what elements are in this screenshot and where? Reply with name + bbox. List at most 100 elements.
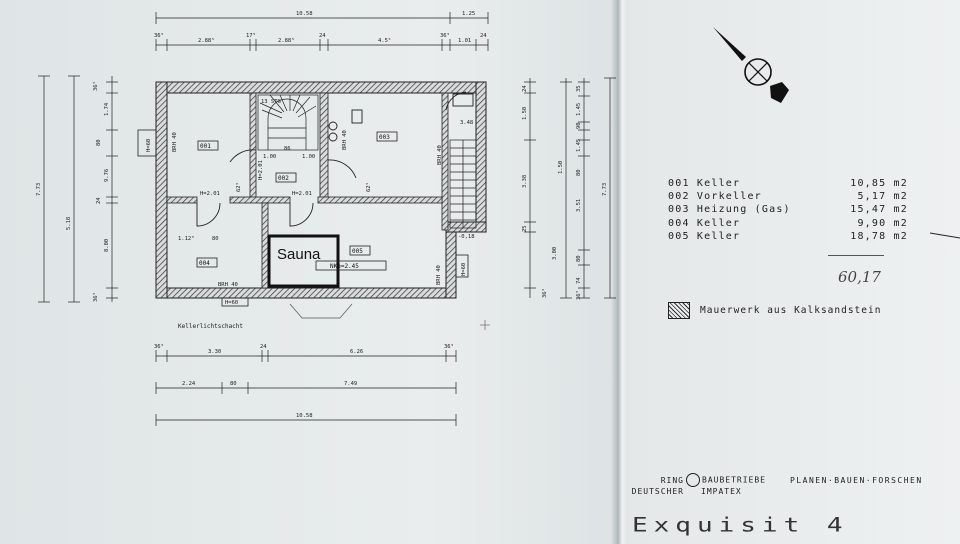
dim-right2-seg-7: 80 [576,255,582,262]
sill-label-1: BRH 40 [172,132,178,152]
cross-mark [480,320,490,330]
dim-right2-seg-1: 35 [576,85,582,92]
dim-right2-seg-6: 3.51 [576,199,582,212]
dim-right-seg-1: 24 [522,85,528,92]
material-legend-text: Mauerwerk aus Kalksandstein [700,305,882,316]
company-line1-left: RING [660,475,684,485]
spiral-staircase: 13 STG [257,94,319,151]
dim-left-seg-6: 8.00 [104,239,110,252]
dim-bottom-total: 10.58 [296,413,313,419]
dim-left-seg-3: 80 [96,139,102,146]
sauna-box-label: NKe=2.45 [330,263,359,270]
room-schedule-row: 004 Keller 9,90 m2 [668,217,908,230]
sill-label-5: BRH 40 [342,130,348,150]
dim-right-seg-4: 25 [522,225,528,232]
room-area: 15,47 m2 [850,204,908,216]
sill-label-3: BRH 40 [436,265,442,285]
inner-dim-2: 1.00 [302,154,315,160]
level-label: -0,18 [458,234,475,240]
inner-dim-6: 86 [284,146,291,152]
room-code-001: 001 [200,143,211,150]
room-name: Vorkeller [696,191,762,203]
room-code-tags: 001 002 003 004 005 NKe=2.45 [196,131,398,271]
room-code-003: 003 [379,134,390,141]
dim-right-seg-6: 36⁵ [541,288,548,298]
dim-left-seg-5: 24 [96,197,102,204]
side-staircase [449,139,477,229]
company-slogan: PLANEN·BAUEN·FORSCHEN [790,476,923,485]
dim-left-total: 7.73 [36,183,42,196]
room-code: 004 [668,217,690,229]
inner-dim-1: 1.00 [263,154,276,160]
door-height-3: H=2.01 [258,160,264,180]
material-legend: Mauerwerk aus Kalksandstein [668,302,881,319]
sill-label-2: BRH 40 [218,282,238,288]
company-line1-right: BAUBETRIEBE [702,475,766,485]
inner-dim-8: 62⁵ [365,182,372,192]
dim-bottom2-seg-3: 7.49 [344,381,357,387]
dim-right2-seg-9: 36⁵ [575,290,582,300]
room-area: 10,85 m2 [850,178,908,189]
dim-top-seg-1: 36⁵ [154,32,164,39]
room-schedule: 001 Keller 10,85 m2 002 Vorkeller 5,17 m… [668,177,908,243]
ring-logo-icon [686,473,700,487]
hatch-swatch [668,302,690,319]
room-name: Keller [696,230,741,242]
edge-mark [929,232,960,239]
company-line2-right: IMPATEX [701,487,742,496]
dim-right2-seg-8: 74 [576,277,582,284]
room-area: 18,78 m2 [850,230,908,242]
dim-right-total: 7.73 [602,183,608,196]
inner-dim-3: 1.12⁵ [178,235,195,242]
dim-bottom1-seg-4: 6.26 [350,349,363,355]
dim-right-seg-3: 3.38 [522,175,528,188]
opening-labels: H=60 BRH 40 H=60 BRH 40 H=60 BRH 40 BRH … [137,120,475,307]
dim-top-seg-7: 36⁵ [440,32,450,39]
handwritten-total: 60,17 [838,268,881,286]
boiler-equipment [328,93,474,142]
room-area: 5,17 m2 [857,191,908,203]
plan-title: Exquisit 4 [632,514,849,537]
inner-dim-4: 80 [212,236,219,242]
dim-left-inner: 5.18 [66,217,72,230]
room-schedule-row: 005 Keller 18,78 m2 [668,230,908,243]
north-arrow-icon [713,27,789,103]
dim-top-total: 10.58 [296,11,313,17]
room-schedule-row: 001 Keller 10,85 m2 [668,177,908,190]
room-code-004: 004 [199,260,210,267]
dim-top-seg-8: 1.01 [458,38,471,44]
room-code-002: 002 [278,175,289,182]
room-schedule-row: 002 Vorkeller 5,17 m2 [668,190,908,203]
total-underline [828,255,884,256]
dim-right-seg-2: 1.50 [522,107,528,120]
dim-bottom2-seg-2: 80 [230,381,237,387]
dim-left-seg-7: 36⁵ [92,292,99,302]
dim-right2-seg-3: 90 [576,122,582,129]
door-height-1: H=2.01 [200,191,220,197]
right-dimensions: 24 1.50 3.38 25 3.00 36⁵ 1.50 35 1.45 90… [522,77,616,300]
dim-right2-seg-5: 80 [576,169,582,176]
room-code-005: 005 [352,248,363,255]
room-name: Heizung (Gas) [696,204,791,216]
dim-top-seg-3: 17⁵ [246,32,256,39]
dim-left-seg-2: 1.74 [104,102,110,116]
dim-right2-seg-2: 1.45 [576,103,582,116]
stair-label: 13 STG [261,99,281,105]
dim-top-seg-5: 24 [319,33,326,39]
dim-top-seg-2: 2.88⁵ [198,37,215,44]
sauna-label: Sauna [277,246,321,263]
room-area: 9,90 m2 [857,217,908,229]
dim-bottom1-seg-1: 36⁵ [154,343,164,350]
dim-top-right: 1.25 [462,11,475,17]
room-name: Keller [696,178,741,189]
dim-bottom2-seg-1: 2.24 [182,381,196,387]
dim-top-seg-6: 4.5⁵ [378,37,391,44]
inner-dim-7: 62⁵ [235,182,242,192]
door-swings [196,91,467,227]
door-height-2: H=2.01 [292,191,312,197]
light-shaft [289,303,353,319]
inner-dim-5: 3.48 [460,120,473,126]
bottom-dimensions: 36⁵ 3.30 24 6.26 36⁵ 2.24 80 7.49 10.58 [154,343,457,426]
room-code: 001 [668,178,690,189]
